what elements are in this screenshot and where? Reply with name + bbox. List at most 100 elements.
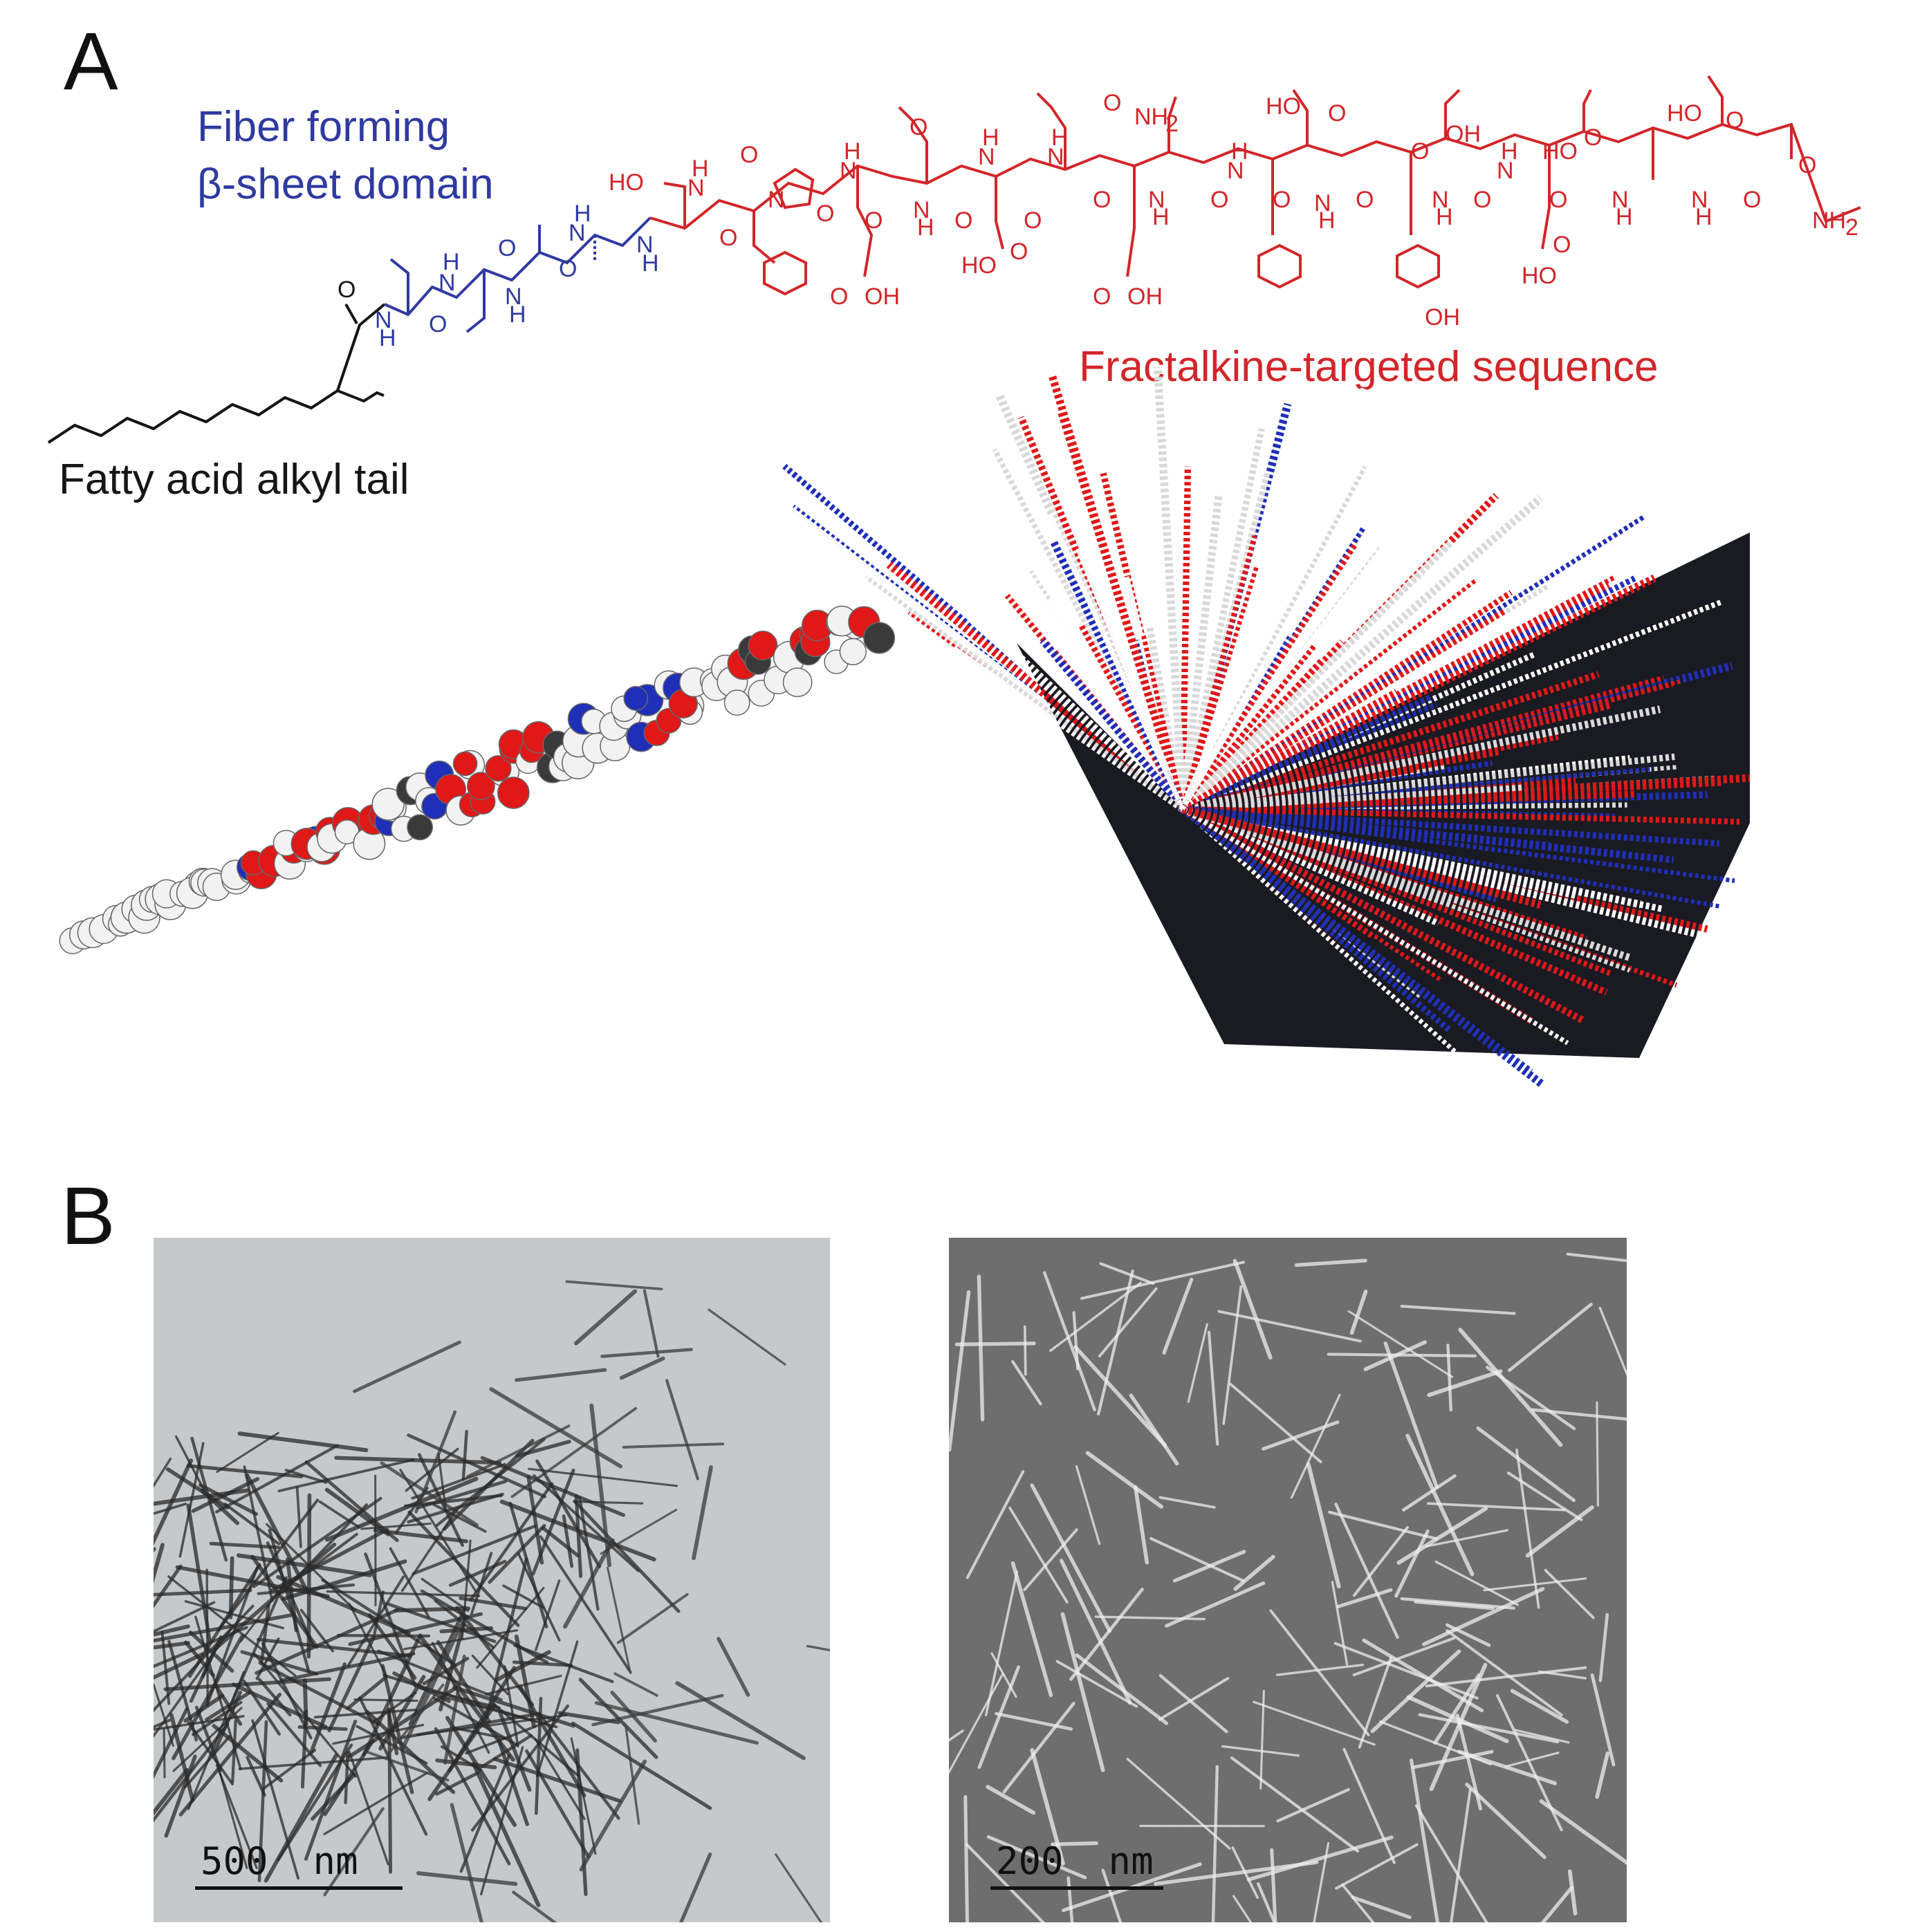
fibril: [324, 1476, 479, 1542]
fibril: [573, 1500, 644, 1505]
fibril: [1347, 1310, 1454, 1378]
svg-text:H: H: [574, 201, 591, 227]
svg-text:H: H: [1436, 204, 1453, 230]
svg-text:N: N: [978, 144, 995, 170]
fibril: [212, 1690, 242, 1756]
fibril: [1133, 1485, 1150, 1565]
svg-text:2: 2: [1845, 214, 1858, 241]
fibril: [1544, 1568, 1595, 1619]
nanofiber-model: [750, 366, 1751, 1087]
fibril: [625, 1727, 640, 1825]
fibril: [1231, 1846, 1259, 1899]
fibril: [977, 1274, 985, 1422]
fibril: [250, 1554, 319, 1649]
svg-text:O: O: [559, 256, 577, 282]
fibril: [1230, 1756, 1360, 1853]
fibril: [378, 1675, 426, 1751]
fibril: [268, 1528, 311, 1674]
fibril: [348, 1751, 389, 1866]
svg-text:N: N: [375, 307, 392, 333]
fiber-strand: [1181, 514, 1646, 811]
svg-text:O: O: [1473, 187, 1491, 213]
fibril: [535, 1459, 602, 1568]
fibril: [1101, 1868, 1123, 1922]
fibril: [534, 1579, 561, 1651]
svg-text:O: O: [719, 225, 737, 251]
fibril: [1294, 1258, 1367, 1267]
svg-text:HO: HO: [609, 169, 644, 196]
fibril: [1400, 1305, 1516, 1315]
fibril: [353, 1698, 418, 1702]
fiber-strand: [1181, 599, 1724, 812]
fibril: [1426, 1502, 1566, 1512]
fibril: [717, 1637, 750, 1697]
svg-text:N: N: [1497, 158, 1514, 184]
scalebar-right: 200 nm: [990, 1839, 1198, 1890]
fiber-strand: [1182, 805, 1630, 860]
fibril: [565, 1280, 663, 1291]
fibril: [541, 1526, 580, 1558]
svg-text:N: N: [505, 284, 522, 310]
fibril: [675, 1681, 806, 1761]
scalebar-right-label: 200 nm: [996, 1839, 1154, 1883]
fibril: [365, 1709, 456, 1794]
fibril: [966, 1470, 1025, 1579]
fibril: [1540, 1886, 1573, 1922]
svg-text:O: O: [1093, 187, 1111, 213]
atom-sphere: [623, 686, 649, 711]
fibril: [1383, 1341, 1439, 1489]
fibril: [562, 1538, 615, 1629]
fibril: [534, 1696, 543, 1815]
fibril: [503, 1665, 519, 1748]
fiber-strand: [1182, 753, 1675, 812]
svg-text:HO: HO: [961, 252, 997, 279]
svg-text:O: O: [1411, 138, 1429, 165]
fibril: [304, 1460, 399, 1543]
peptide-amphiphile-structure: O NH O HN O NH O HN NH HO HN O O N O HN …: [47, 75, 1861, 444]
fibril: [1051, 1841, 1098, 1846]
fibril: [377, 1649, 503, 1702]
fibril: [407, 1510, 520, 1627]
svg-text:H: H: [1616, 204, 1633, 230]
fibril: [1446, 1629, 1563, 1717]
svg-text:N: N: [438, 270, 456, 296]
svg-text:O: O: [1010, 239, 1028, 265]
fibril: [455, 1606, 535, 1707]
fiber-strand: [1180, 564, 1259, 810]
fibril: [216, 1498, 320, 1632]
fibril: [276, 1575, 411, 1635]
fibril: [1598, 1613, 1609, 1682]
fibril: [1276, 1787, 1350, 1823]
fibril: [154, 1683, 175, 1747]
fibril: [963, 1795, 969, 1922]
fibril: [358, 1696, 428, 1836]
svg-text:O: O: [1273, 187, 1291, 213]
fibril: [154, 1458, 172, 1488]
fibril: [1422, 1587, 1545, 1646]
fiber-strand: [1181, 705, 1661, 813]
fibril: [450, 1726, 508, 1740]
fiber-strand: [1047, 599, 1185, 811]
svg-text:O: O: [1549, 187, 1567, 213]
fibril: [502, 1584, 544, 1609]
fibril: [461, 1429, 468, 1480]
fibril: [1023, 1325, 1027, 1376]
tem-image-right: 200 nm: [949, 1238, 1627, 1922]
fibril: [1162, 1277, 1194, 1355]
fiber-strand: [1078, 622, 1185, 811]
fibril: [1507, 1302, 1593, 1373]
svg-text:O: O: [1093, 284, 1111, 310]
fibril: [1023, 1528, 1078, 1591]
fibril: [323, 1807, 385, 1897]
svg-text:O: O: [1798, 152, 1816, 178]
fibril: [412, 1524, 537, 1576]
fibril: [1514, 1729, 1570, 1744]
svg-text:H: H: [1695, 204, 1712, 230]
fibril: [154, 1715, 245, 1731]
fibril: [1075, 1465, 1101, 1545]
fibril: [300, 1709, 308, 1789]
fiber-strand: [1179, 466, 1192, 810]
svg-text:H: H: [443, 249, 460, 275]
fiber-strand: [1181, 671, 1600, 812]
fibril: [420, 1589, 549, 1664]
